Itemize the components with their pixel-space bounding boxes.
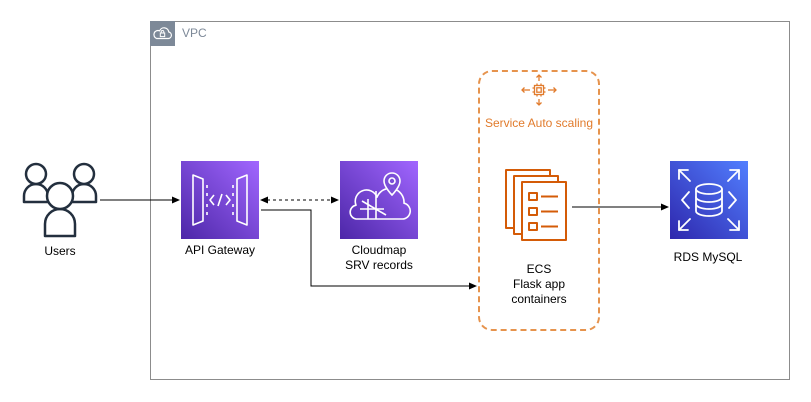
rds-label: RDS MySQL bbox=[673, 250, 743, 264]
api-gateway-icon bbox=[192, 174, 248, 226]
autoscaling-label: Service Auto scaling bbox=[484, 116, 594, 130]
cloudmap-label-line1: Cloudmap bbox=[351, 243, 407, 257]
autoscaling-group bbox=[478, 70, 600, 331]
ecs-containers-icon bbox=[505, 169, 567, 241]
api-gateway-tile bbox=[181, 161, 259, 239]
api-gateway-label: API Gateway bbox=[184, 243, 256, 257]
ecs-label-line3: containers bbox=[511, 292, 567, 306]
ecs-label-line2: Flask app bbox=[512, 277, 566, 291]
vpc-badge bbox=[150, 21, 175, 46]
rds-database-icon bbox=[678, 169, 740, 231]
rds-tile bbox=[670, 161, 748, 239]
vpc-group bbox=[150, 21, 790, 380]
cloudmap-label: Cloudmap SRV records bbox=[319, 243, 439, 273]
cloud-lock-icon bbox=[153, 27, 172, 40]
users-label: Users bbox=[44, 244, 76, 258]
autoscaling-icon bbox=[521, 74, 557, 106]
cloud-map-icon bbox=[349, 172, 412, 220]
ecs-label-line1: ECS bbox=[526, 262, 552, 276]
users-icon bbox=[22, 162, 98, 238]
cloudmap-label-line2: SRV records bbox=[345, 258, 413, 272]
ecs-label: ECS Flask app containers bbox=[478, 262, 600, 307]
vpc-label: VPC bbox=[182, 26, 207, 40]
cloudmap-tile bbox=[340, 161, 418, 239]
